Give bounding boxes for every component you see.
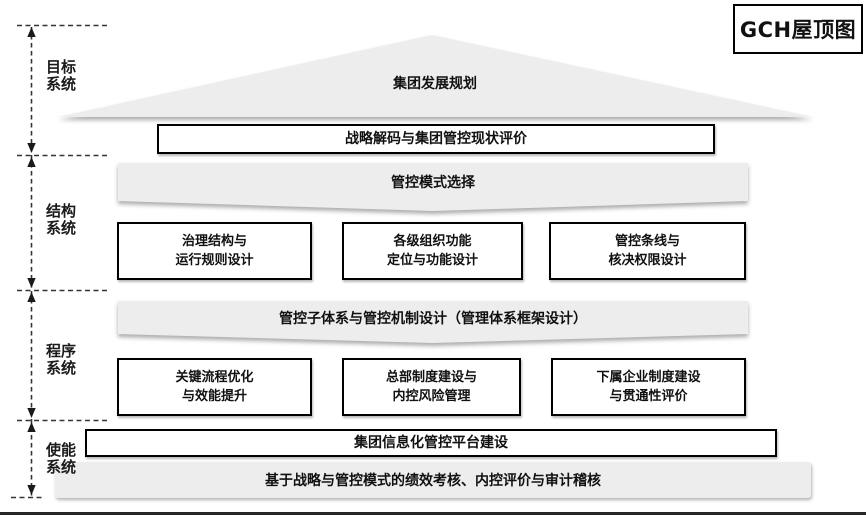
roof-triangle-label: 集团发展规划 xyxy=(52,70,818,96)
section-label-procedure: 程序 系统 xyxy=(46,343,88,377)
diagram-title: GCH屋顶图 xyxy=(739,18,857,42)
performance-eval-bar: 基于战略与管控模式的绩效考核、内控评价与审计稽核 xyxy=(55,462,811,498)
arrow-up-icon xyxy=(27,27,36,37)
subsystem-band-shape xyxy=(118,301,748,343)
performance-eval-text: 基于战略与管控模式的绩效考核、内控评价与审计稽核 xyxy=(265,473,601,489)
section-label-line: 系统 xyxy=(46,458,77,476)
procedure-box-hq-system: 总部制度建设与 内控风险管理 xyxy=(342,358,521,416)
arrow-down-icon xyxy=(27,143,36,153)
box-text-line: 与贯通性评价 xyxy=(609,389,688,404)
section-label-enable: 使能 系统 xyxy=(46,442,88,476)
section-label-goal: 目标 系统 xyxy=(46,59,88,93)
structure-box-governance: 治理结构与 运行规则设计 xyxy=(117,222,312,280)
structure-box-org-function: 各级组织功能 定位与功能设计 xyxy=(342,222,523,280)
control-mode-band-shape xyxy=(118,163,748,211)
roof-triangle-shape xyxy=(58,35,813,117)
box-text-line: 运行规则设计 xyxy=(175,253,254,268)
subsystem-band-label: 管控子体系与管控机制设计（管理体系框架设计） xyxy=(116,301,750,334)
subsystem-band-text: 管控子体系与管控机制设计（管理体系框架设计） xyxy=(279,310,587,327)
info-platform-bar: 集团信息化管控平台建设 xyxy=(85,429,777,457)
procedure-box-subsidiary: 下属企业制度建设 与贯通性评价 xyxy=(551,358,746,416)
box-text-line: 核决权限设计 xyxy=(608,253,687,268)
section-label-line: 目标 xyxy=(46,58,77,76)
roof-triangle xyxy=(58,35,813,117)
control-mode-band-label: 管控模式选择 xyxy=(116,163,750,201)
box-text-line: 与效能提升 xyxy=(181,389,247,404)
page-footer-rule xyxy=(0,512,866,515)
info-platform-text: 集团信息化管控平台建设 xyxy=(354,435,508,451)
section-label-line: 系统 xyxy=(46,219,77,237)
box-text-line: 管控条线与 xyxy=(614,234,680,249)
arrow-down-icon xyxy=(27,485,36,495)
subsystem-band xyxy=(118,301,748,343)
strategy-decode-bar: 战略解码与集团管控现状评价 xyxy=(157,124,715,154)
section-label-line: 程序 xyxy=(46,342,77,360)
box-text-line: 下属企业制度建设 xyxy=(596,370,701,385)
box-text-line: 内控风险管理 xyxy=(392,389,471,404)
section-label-line: 使能 xyxy=(46,441,77,459)
box-text-line: 定位与功能设计 xyxy=(386,253,478,268)
section-label-line: 结构 xyxy=(46,202,77,220)
section-ruler xyxy=(11,24,110,499)
box-text-line: 治理结构与 xyxy=(181,234,247,249)
arrow-up-icon xyxy=(27,292,36,302)
section-label-line: 系统 xyxy=(46,75,77,93)
arrow-down-icon xyxy=(27,278,36,288)
arrow-down-icon xyxy=(27,408,36,418)
arrow-up-icon xyxy=(27,422,36,432)
box-text-line: 关键流程优化 xyxy=(175,370,254,385)
structure-box-authority: 管控条线与 核决权限设计 xyxy=(549,222,746,280)
section-label-line: 系统 xyxy=(46,359,77,377)
roof-triangle-text: 集团发展规划 xyxy=(393,76,477,92)
strategy-decode-text: 战略解码与集团管控现状评价 xyxy=(345,131,527,147)
procedure-box-process: 关键流程优化 与效能提升 xyxy=(117,358,312,416)
control-mode-band-text: 管控模式选择 xyxy=(391,175,475,191)
section-label-structure: 结构 系统 xyxy=(46,203,88,237)
box-text-line: 各级组织功能 xyxy=(393,234,472,249)
diagram-title-box: GCH屋顶图 xyxy=(733,4,863,54)
control-mode-band xyxy=(118,163,748,211)
box-text-line: 总部制度建设与 xyxy=(385,370,477,385)
arrow-up-icon xyxy=(27,157,36,167)
